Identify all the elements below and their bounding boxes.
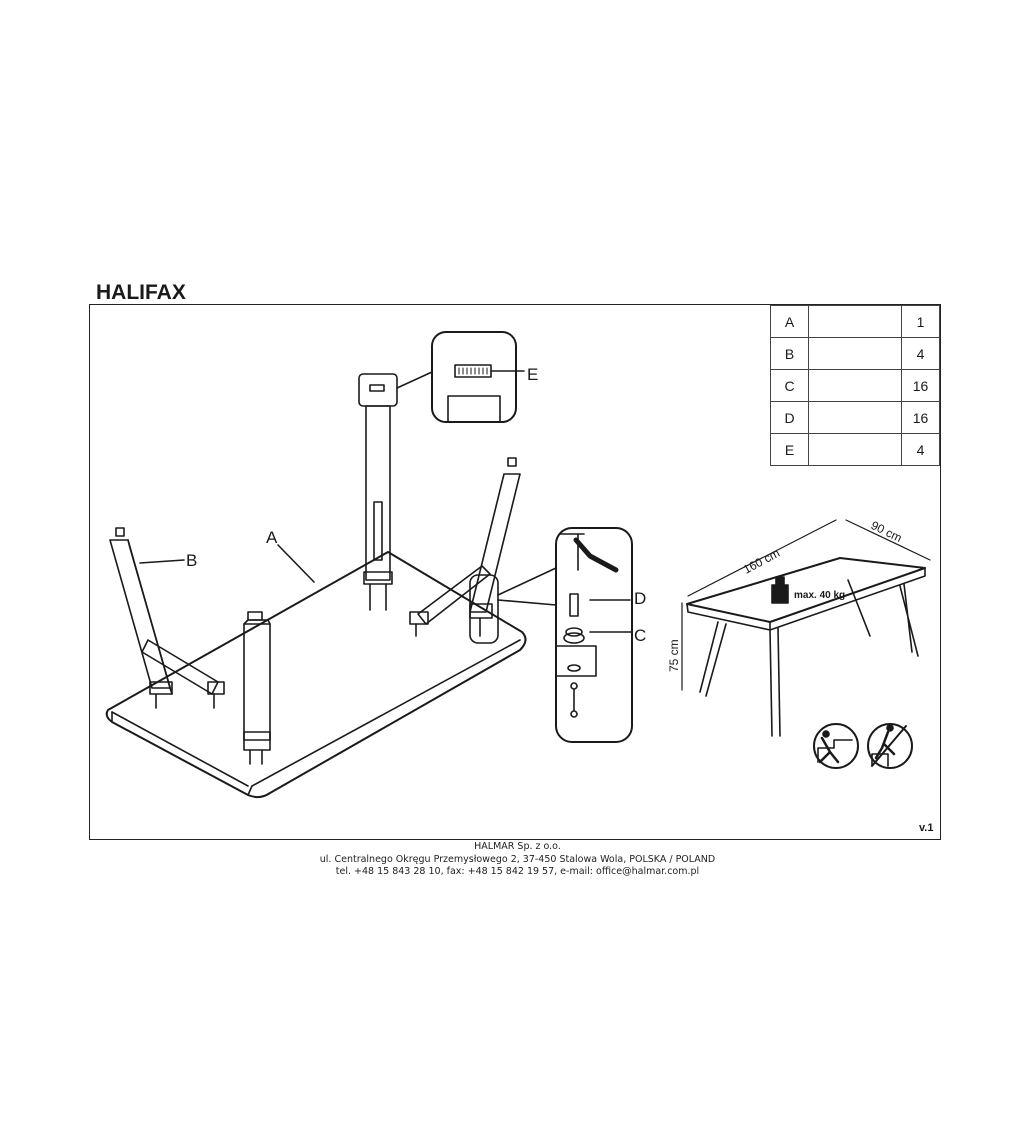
footer: HALMAR Sp. z o.o. ul. Centralnego Okręgu… xyxy=(0,841,1035,879)
callout-d-label: D xyxy=(634,589,646,608)
parts-row: E 4 xyxy=(770,433,940,466)
dimension-drawing xyxy=(681,519,931,737)
leg-back-center xyxy=(358,373,398,611)
part-image-cell xyxy=(808,305,902,338)
part-qty: 1 xyxy=(901,305,940,338)
detail-e-box xyxy=(396,331,525,423)
part-image-cell xyxy=(808,433,902,466)
footer-address: ul. Centralnego Okręgu Przemysłowego 2, … xyxy=(319,853,716,865)
leg-left xyxy=(109,527,225,709)
callout-b-label: B xyxy=(186,551,197,570)
warning-icon-1 xyxy=(813,723,859,769)
detail-cd-box xyxy=(469,527,633,743)
part-label: E xyxy=(770,433,809,466)
parts-row: B 4 xyxy=(770,337,940,370)
callout-b-line xyxy=(139,559,185,564)
version-label: v.1 xyxy=(919,822,934,834)
leg-right xyxy=(409,457,521,637)
callout-a-line xyxy=(277,544,315,583)
footer-contact: tel. +48 15 843 28 10, fax: +48 15 842 1… xyxy=(335,866,700,877)
footer-company: HALMAR Sp. z o.o. xyxy=(474,841,561,852)
parts-row: D 16 xyxy=(770,401,940,434)
parts-table: A 1 B 4 C 16 D 16 E 4 xyxy=(770,305,940,466)
max-load-label: max. 40 kg xyxy=(794,590,845,601)
callout-a-label: A xyxy=(266,528,278,547)
product-title: HALIFAX xyxy=(96,281,186,304)
part-image-cell xyxy=(808,337,902,370)
part-qty: 4 xyxy=(901,337,940,370)
part-image-cell xyxy=(808,369,902,402)
callout-e-label: E xyxy=(527,365,538,384)
part-image-cell xyxy=(808,401,902,434)
dimension-height: 75 cm xyxy=(667,639,681,672)
part-label: D xyxy=(770,401,809,434)
part-qty: 4 xyxy=(901,433,940,466)
part-label: B xyxy=(770,337,809,370)
tabletop-drawing xyxy=(105,551,527,799)
parts-row: A 1 xyxy=(770,305,940,338)
parts-row: C 16 xyxy=(770,369,940,402)
warning-icon-2 xyxy=(867,723,913,769)
part-label: C xyxy=(770,369,809,402)
part-qty: 16 xyxy=(901,369,940,402)
dimension-length: 160 cm xyxy=(741,546,782,577)
instruction-frame xyxy=(89,304,941,840)
dimension-width: 90 cm xyxy=(869,518,905,545)
callout-c-label: C xyxy=(634,626,646,645)
part-qty: 16 xyxy=(901,401,940,434)
part-label: A xyxy=(770,305,809,338)
leg-front xyxy=(243,611,271,765)
